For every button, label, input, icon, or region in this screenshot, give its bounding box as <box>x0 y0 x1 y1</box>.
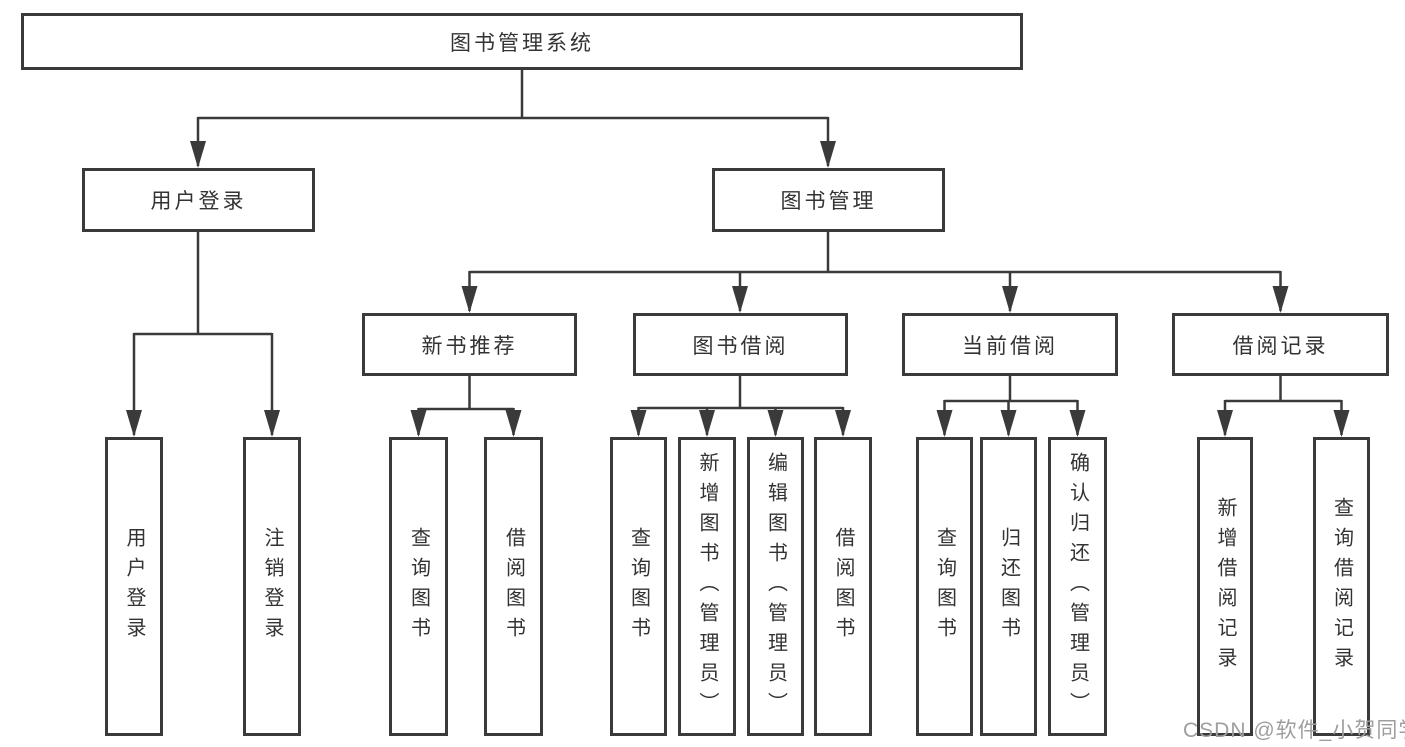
leaf-bb-query-books-label: 查询图书 <box>627 526 650 647</box>
leaf-br-add-record: 新增借阅记录 <box>1197 437 1253 736</box>
node-new-book-recommend-label: 新书推荐 <box>421 334 518 358</box>
node-book-management: 图书管理 <box>712 168 945 232</box>
leaf-bb-add-books-admin-label: 新增图书（管理员） <box>696 451 718 722</box>
node-root: 图书管理系统 <box>21 13 1023 70</box>
leaf-br-query-record-label: 查询借阅记录 <box>1330 496 1353 677</box>
node-root-label: 图书管理系统 <box>450 31 594 55</box>
node-current-borrowing-label: 当前借阅 <box>962 334 1058 358</box>
leaf-bb-edit-books-admin: 编辑图书（管理员） <box>747 437 804 736</box>
leaf-cb-query-books-label: 查询图书 <box>933 526 956 647</box>
leaf-cb-return-books-label: 归还图书 <box>997 526 1020 647</box>
leaf-bb-borrow-books: 借阅图书 <box>814 437 872 736</box>
node-user-login: 用户登录 <box>82 168 315 232</box>
leaf-logout: 注销登录 <box>243 437 301 736</box>
leaf-cb-confirm-return-admin: 确认归还（管理员） <box>1048 437 1107 736</box>
node-borrowing-records-label: 借阅记录 <box>1232 334 1329 358</box>
node-book-borrowing: 图书借阅 <box>633 313 848 376</box>
leaf-cb-return-books: 归还图书 <box>980 437 1037 736</box>
leaf-logout-label: 注销登录 <box>261 526 283 647</box>
arrowhead-down-icons <box>126 141 1350 437</box>
leaf-br-query-record: 查询借阅记录 <box>1313 437 1370 736</box>
node-book-borrowing-label: 图书借阅 <box>692 334 789 358</box>
leaf-cb-query-books: 查询图书 <box>916 437 973 736</box>
leaf-user-login: 用户登录 <box>105 437 163 736</box>
csdn-watermark: CSDN @软件_小贺同学 <box>1183 719 1405 742</box>
leaf-nbr-borrow-books-label: 借阅图书 <box>502 526 525 647</box>
node-user-login-label: 用户登录 <box>150 190 247 213</box>
leaf-nbr-borrow-books: 借阅图书 <box>484 437 543 736</box>
leaf-cb-confirm-return-admin-label: 确认归还（管理员） <box>1066 451 1089 722</box>
leaf-br-add-record-label: 新增借阅记录 <box>1214 496 1236 677</box>
tree-branch-lines <box>132 70 1343 435</box>
leaf-bb-borrow-books-label: 借阅图书 <box>832 526 854 647</box>
node-book-management-label: 图书管理 <box>780 190 877 213</box>
leaf-bb-edit-books-admin-label: 编辑图书（管理员） <box>764 451 787 722</box>
node-borrowing-records: 借阅记录 <box>1172 313 1389 376</box>
leaf-bb-query-books: 查询图书 <box>610 437 667 736</box>
leaf-bb-add-books-admin: 新增图书（管理员） <box>678 437 736 736</box>
leaf-nbr-query-books: 查询图书 <box>389 437 448 736</box>
node-new-book-recommend: 新书推荐 <box>362 313 577 376</box>
leaf-nbr-query-books-label: 查询图书 <box>407 526 430 647</box>
node-current-borrowing: 当前借阅 <box>902 313 1118 376</box>
leaf-user-login-label: 用户登录 <box>123 526 145 647</box>
